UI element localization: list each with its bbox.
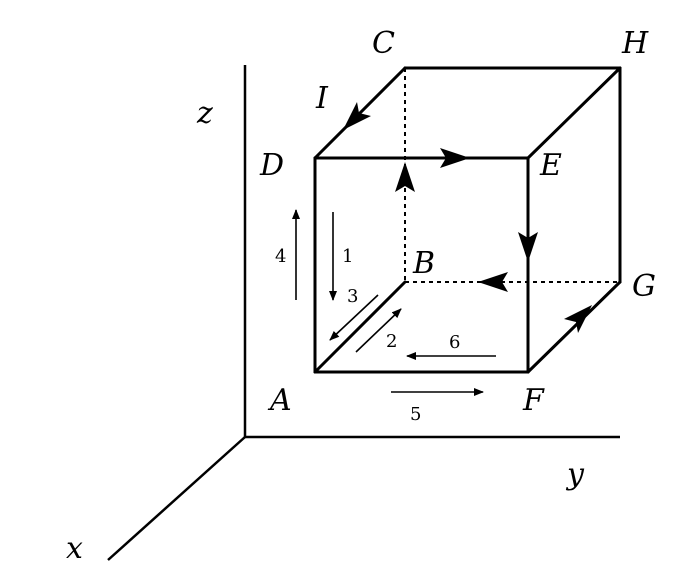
arrow-step-3 bbox=[329, 294, 379, 341]
step-label-5: 5 bbox=[410, 404, 421, 425]
vertex-labels: A B C D E F G H I bbox=[259, 26, 656, 418]
arrowhead-bc bbox=[395, 162, 415, 192]
edge-eh bbox=[526, 66, 622, 160]
step-label-2: 2 bbox=[386, 331, 397, 352]
step-label-3: 3 bbox=[347, 286, 358, 307]
vertex-label-c: C bbox=[372, 26, 395, 61]
axis-labels: z y x bbox=[66, 96, 585, 566]
arrow-step-2 bbox=[355, 308, 402, 353]
vertex-label-b: B bbox=[412, 246, 435, 281]
vertex-label-g: G bbox=[632, 269, 656, 304]
step-label-4: 4 bbox=[275, 246, 286, 267]
edge-ab bbox=[313, 280, 407, 374]
vertex-label-d: D bbox=[259, 148, 284, 183]
arrowhead-gb bbox=[478, 272, 508, 292]
vertex-label-e: E bbox=[539, 148, 562, 183]
edge-direction-arrows bbox=[343, 102, 592, 333]
arrowhead-de bbox=[440, 148, 470, 168]
arrowhead-fg bbox=[564, 305, 592, 333]
vertex-label-a: A bbox=[267, 383, 292, 418]
coordinate-axes bbox=[107, 65, 620, 561]
arrowhead-ef bbox=[518, 232, 538, 262]
step-label-1: 1 bbox=[342, 246, 353, 267]
x-axis-line bbox=[107, 436, 246, 561]
x-axis-label: x bbox=[66, 531, 83, 566]
step-number-labels: 1 2 3 4 5 6 bbox=[275, 246, 460, 425]
vertex-label-f: F bbox=[522, 383, 545, 418]
numbered-path-arrows bbox=[292, 209, 496, 396]
z-axis-label: z bbox=[196, 96, 213, 131]
edge-dc bbox=[313, 66, 407, 160]
step-label-6: 6 bbox=[449, 332, 460, 353]
arrowhead-ci bbox=[343, 102, 371, 130]
vertex-label-i: I bbox=[315, 81, 329, 116]
vertex-label-h: H bbox=[621, 26, 649, 61]
y-axis-label: y bbox=[565, 457, 585, 492]
cube-edges bbox=[313, 66, 622, 374]
edge-fg bbox=[526, 280, 622, 374]
